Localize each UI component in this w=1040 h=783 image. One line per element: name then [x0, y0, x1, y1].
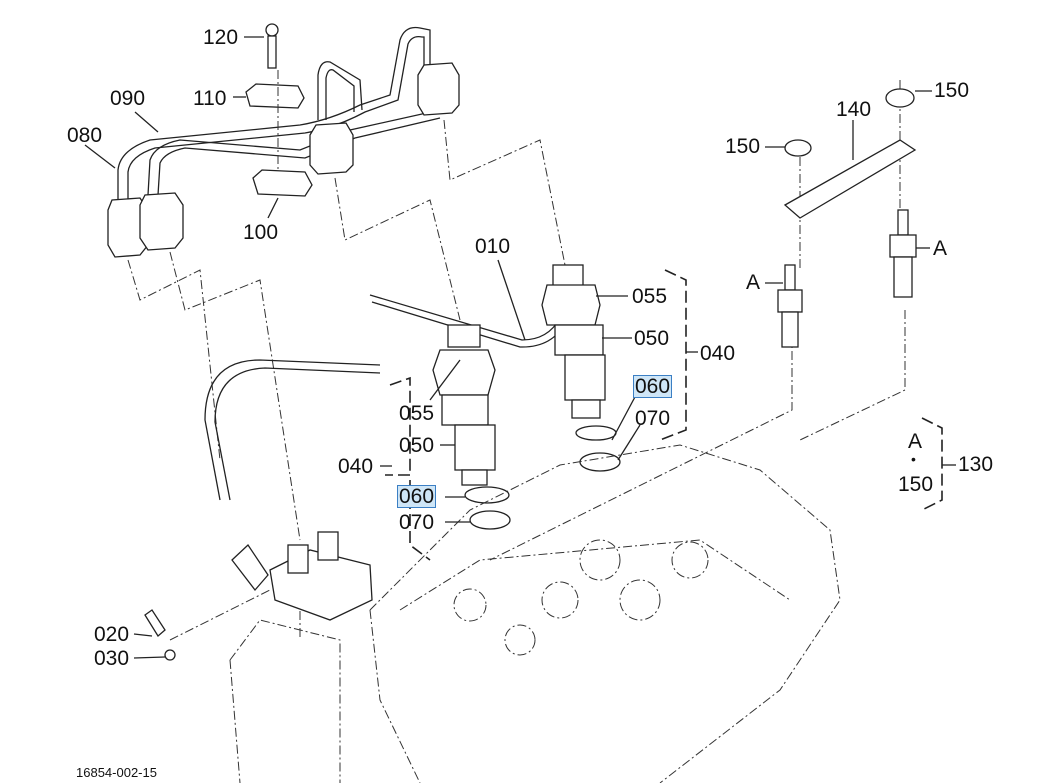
part-label-a-right[interactable]: A	[933, 237, 948, 260]
part-label-050-left[interactable]: 050	[399, 434, 435, 457]
injector-left	[432, 324, 511, 530]
diagram-reference-code: 16854-002-15	[76, 765, 157, 780]
part-label-060-right[interactable]: 060	[632, 375, 673, 398]
part-label-060-left[interactable]: 060	[396, 485, 437, 508]
part-label-a-left[interactable]: A	[746, 271, 761, 294]
group-separator-dot: •	[911, 451, 916, 467]
part-label-040-left[interactable]: 040	[338, 455, 374, 478]
part-label-120[interactable]: 120	[203, 26, 239, 49]
part-label-150-right[interactable]: 150	[934, 79, 970, 102]
part-label-140[interactable]: 140	[836, 98, 872, 121]
part-label-150-group[interactable]: 150	[898, 473, 934, 496]
part-label-010[interactable]: 010	[475, 235, 511, 258]
part-label-a-group[interactable]: A	[908, 430, 923, 453]
part-label-030[interactable]: 030	[94, 647, 130, 670]
part-label-080[interactable]: 080	[67, 124, 103, 147]
part-label-050-right[interactable]: 050	[634, 327, 670, 350]
injector-right	[541, 264, 621, 472]
leader-lines	[84, 36, 956, 659]
part-label-090[interactable]: 090	[110, 87, 146, 110]
part-label-150-left[interactable]: 150	[725, 135, 761, 158]
part-label-110[interactable]: 110	[193, 87, 227, 110]
injection-pipes	[117, 26, 441, 205]
part-label-040-right[interactable]: 040	[700, 342, 736, 365]
clamp-parts	[245, 23, 313, 197]
return-pipe	[204, 294, 567, 501]
part-label-070-right[interactable]: 070	[635, 407, 671, 430]
part-label-070-left[interactable]: 070	[399, 511, 435, 534]
glow-plugs	[777, 88, 917, 348]
part-label-055-right[interactable]: 055	[632, 285, 668, 308]
part-label-055-left[interactable]: 055	[399, 402, 435, 425]
part-label-130[interactable]: 130	[958, 453, 994, 476]
pipe-nuts	[107, 62, 460, 258]
part-label-020[interactable]: 020	[94, 623, 130, 646]
part-label-100[interactable]: 100	[243, 221, 279, 244]
cylinder-head	[144, 444, 841, 783]
